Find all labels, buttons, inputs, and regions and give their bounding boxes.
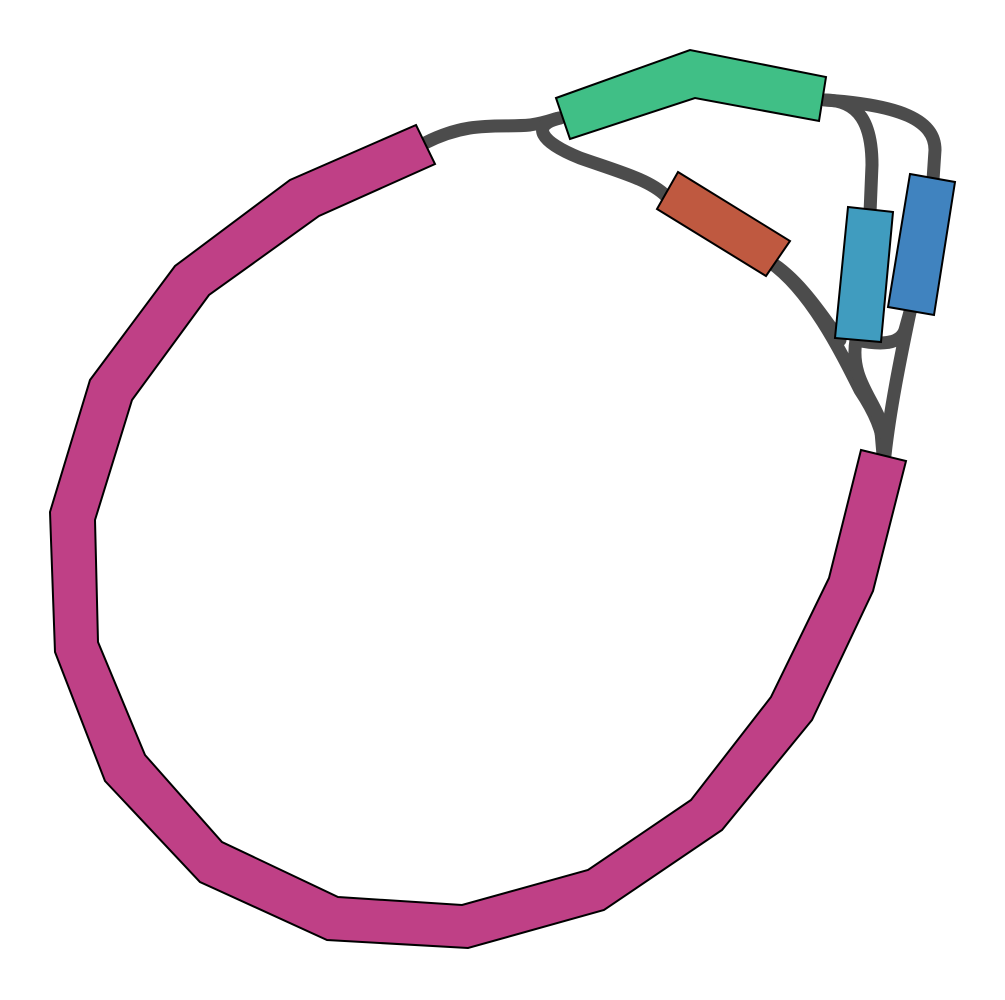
link-green-to-orange [536,111,673,203]
link-green-to-blue-left [818,93,879,220]
segment-blue-right [886,172,957,317]
segment-large-loop [48,123,908,950]
link-blue-right-to-large [878,305,917,462]
segment-blue-left [833,205,895,344]
segment-orange [655,170,792,278]
segment-top-green [554,48,828,141]
link-blue-left-to-large [848,333,890,462]
links [418,93,942,462]
link-green-to-blue-right [818,93,942,187]
segments [48,48,957,950]
